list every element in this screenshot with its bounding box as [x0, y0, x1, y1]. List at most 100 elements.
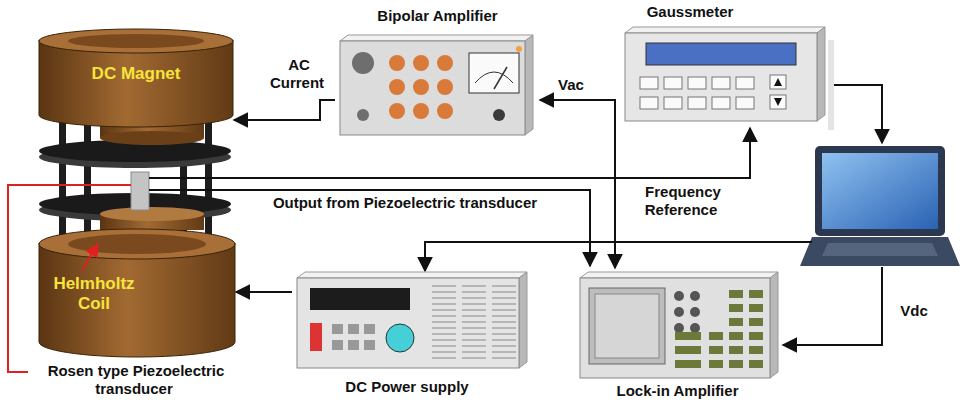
dc-power-supply-drawing [462, 292, 486, 293]
bipolar-amplifier-drawing [335, 5, 540, 137]
gaussmeter-drawing [770, 95, 786, 109]
laptop [822, 243, 938, 256]
annotation-label: Rosen type Piezoelectric transducer [35, 362, 235, 398]
node-label: DC Power supply [292, 378, 522, 396]
lock-in-amplifier-drawing [749, 318, 763, 326]
dc-power-supply-drawing [492, 310, 516, 311]
lock-in-amplifier-drawing [749, 290, 763, 298]
lock-in-amplifier-drawing [580, 278, 770, 378]
bipolar-amplifier-drawing [340, 41, 525, 135]
lower-coil [100, 207, 204, 230]
lock-in-amplifier-drawing [729, 360, 743, 368]
piezo-sample [131, 172, 149, 210]
node-label: DC Magnet [38, 64, 234, 84]
gaussmeter-drawing [736, 77, 754, 89]
dc-power-supply-drawing [462, 352, 486, 353]
dc-power-supply-drawing [432, 310, 456, 311]
signal-connector [236, 291, 292, 293]
dc-power-supply-drawing [492, 298, 516, 299]
bipolar-amplifier-drawing [437, 79, 453, 95]
bipolar-amplifier-drawing [357, 109, 369, 121]
bipolar-amplifier-drawing [516, 46, 522, 52]
magnet-frame [39, 115, 231, 235]
gaussmeter-probe [828, 40, 834, 130]
lock-in-amplifier: Lock-in Amplifier [575, 268, 780, 402]
control-wire [783, 267, 882, 345]
annotation-label: Output from Piezoelectric transducer [225, 194, 585, 212]
bipolar-amplifier-drawing [469, 53, 519, 93]
dc-power-supply-drawing [492, 358, 516, 359]
dc-magnet: DC Magnet [38, 28, 234, 128]
lock-in-amplifier-drawing [675, 360, 701, 368]
gaussmeter-drawing [770, 75, 786, 89]
dc-power-supply-drawing [462, 334, 486, 335]
dc-power-supply-drawing [432, 322, 456, 323]
dc-power-supply-drawing [364, 340, 375, 350]
gaussmeter-drawing [817, 27, 825, 121]
lock-in-amplifier-drawing [749, 346, 763, 354]
annotation-text: Frequency Reference [643, 183, 721, 218]
dc-power-supply-drawing [432, 346, 456, 347]
annotation-label: Vdc [889, 302, 939, 320]
lock-in-amplifier-drawing [575, 268, 780, 402]
lock-in-amplifier-drawing [749, 304, 763, 312]
signal-connector [234, 100, 335, 120]
dc-power-supply-drawing [348, 340, 359, 350]
dc-power-supply-drawing [492, 286, 516, 287]
laptop [822, 153, 938, 229]
node-label: Lock-in Amplifier [575, 382, 780, 400]
gaussmeter-drawing [774, 78, 782, 86]
lock-in-amplifier-drawing [675, 346, 701, 354]
lock-in-amplifier-drawing [729, 318, 743, 326]
dc-power-supply-drawing [432, 316, 456, 317]
dc-power-supply-drawing [492, 340, 516, 341]
lock-in-amplifier-drawing [589, 288, 665, 364]
laptop [800, 237, 960, 266]
bipolar-amplifier-drawing [493, 109, 505, 121]
dc-power-supply-drawing [462, 304, 486, 305]
annotation-text: Vdc [898, 302, 930, 319]
dc-power-supply: DC Power supply [292, 268, 532, 400]
upper-coil [100, 131, 204, 145]
lock-in-amplifier-drawing [709, 346, 723, 354]
dc-power-supply-drawing [492, 316, 516, 317]
dc-power-supply-drawing [519, 272, 527, 368]
node-label: Bipolar Amplifier [335, 7, 540, 25]
lock-in-amplifier-drawing [729, 290, 743, 298]
dc-power-supply-drawing [492, 304, 516, 305]
gaussmeter-drawing [664, 97, 682, 109]
dc-power-supply-drawing [297, 272, 527, 278]
lower-coil [100, 207, 204, 221]
gaussmeter-drawing [640, 97, 658, 109]
dc-power-supply-drawing [462, 316, 486, 317]
bipolar-amplifier-drawing [475, 72, 513, 83]
annotation-label: Frequency Reference [622, 183, 742, 219]
lock-in-amplifier-drawing [690, 307, 700, 317]
dc-power-supply-drawing [310, 288, 410, 310]
dc-power-supply-drawing [492, 352, 516, 353]
bipolar-amplifier-drawing [389, 103, 405, 119]
node-label: Gaussmeter [620, 3, 760, 21]
dc-power-supply-drawing [432, 304, 456, 305]
bipolar-amplifier-drawing [413, 55, 429, 71]
dc-power-supply-drawing [332, 340, 343, 350]
dc-power-supply-drawing [432, 352, 456, 353]
connector-label: AC Current [262, 56, 334, 92]
helmholtz-coil: Helmholtz Coil [38, 228, 236, 358]
helmholtz-coil-drawing [39, 243, 235, 357]
dc-power-supply-drawing [492, 292, 516, 293]
bipolar-amplifier-drawing [389, 55, 405, 71]
bipolar-amplifier-drawing [413, 79, 429, 95]
annotation-text: Rosen type Piezoelectric transducer [46, 362, 225, 397]
dc-power-supply-drawing [492, 334, 516, 335]
dc-power-supply-drawing [432, 328, 456, 329]
lock-in-amplifier-drawing [675, 332, 701, 340]
gaussmeter-drawing [712, 97, 730, 109]
gaussmeter-drawing [620, 3, 825, 125]
gaussmeter-drawing [712, 77, 730, 89]
dc-power-supply-drawing [462, 346, 486, 347]
bipolar-amplifier-drawing [352, 52, 374, 74]
dc-power-supply-drawing [432, 358, 456, 359]
dc-power-supply-drawing [462, 340, 486, 341]
